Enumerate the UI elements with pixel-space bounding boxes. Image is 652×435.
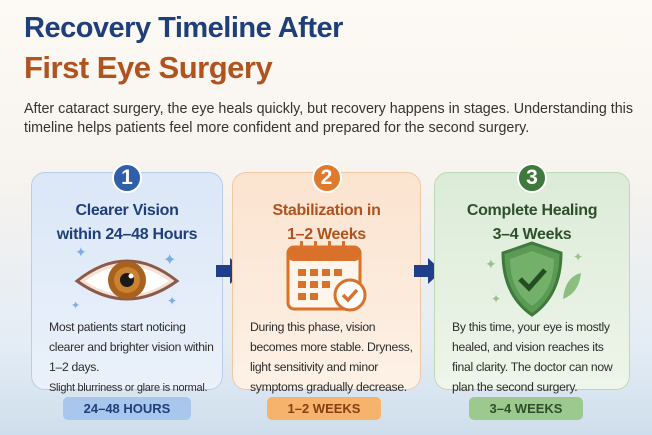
stage-badge-1: 24–48 HOURS [63,397,191,420]
svg-text:✦: ✦ [167,294,177,308]
intro-text: After cataract surgery, the eye heals qu… [24,101,633,136]
stage-title-line: Stabilization in [272,202,381,219]
step-number-1: 1 [112,163,142,193]
stage-badge-3: 3–4 WEEKS [469,397,583,420]
svg-text:✦: ✦ [75,245,87,260]
svg-text:✦: ✦ [163,252,176,269]
svg-text:✦: ✦ [485,256,497,272]
svg-text:✦: ✦ [491,292,501,306]
stage-title-line: 3–4 Weeks [492,226,572,243]
shield-check-icon: ✦ ✦ ✦ [485,241,583,317]
stage-card-1: 1 Clearer Vision within 24–48 Hours ✦ ✦ ✦✦ … [31,163,223,394]
calendar-check-icon [286,241,366,312]
stage-title-3: Complete Healing 3–4 Weeks [435,199,629,247]
title-line-1: Recovery Timeline After [24,12,343,44]
title-line-2: First Eye Surgery [24,50,273,85]
description-text: Most patients start noticing clearer and… [49,320,214,374]
stage-description-2: During this phase, vision becomes more s… [250,320,413,394]
stage-description-1: Most patients start noticing clearer and… [49,317,216,398]
stage-title-line: Clearer Vision [75,202,179,219]
stage-card-2: 2 Stabilization in 1–2 Weeks During this … [232,163,421,394]
svg-text:✦: ✦ [71,300,80,311]
stage-badge-2: 1–2 WEEKS [267,397,381,420]
stage-title-line: within 24–48 Hours [56,226,198,243]
stage-title-1: Clearer Vision within 24–48 Hours [32,199,222,247]
eye-icon: ✦ ✦ ✦ ✦ [71,245,180,311]
stage-title-line: Complete Healing [466,202,598,219]
description-note: Slight blurriness or glare is normal. [49,382,208,394]
stage-description-3: By this time, your eye is mostly healed,… [452,320,613,394]
stage-card-3: 3 Complete Healing 3–4 Weeks ✦ ✦ ✦ By this … [434,163,630,394]
step-number-3: 3 [517,163,547,193]
svg-text:✦: ✦ [573,250,583,264]
step-number-2: 2 [311,163,342,193]
stage-title-line: 1–2 Weeks [287,226,366,243]
stage-title-2: Stabilization in 1–2 Weeks [233,199,420,247]
